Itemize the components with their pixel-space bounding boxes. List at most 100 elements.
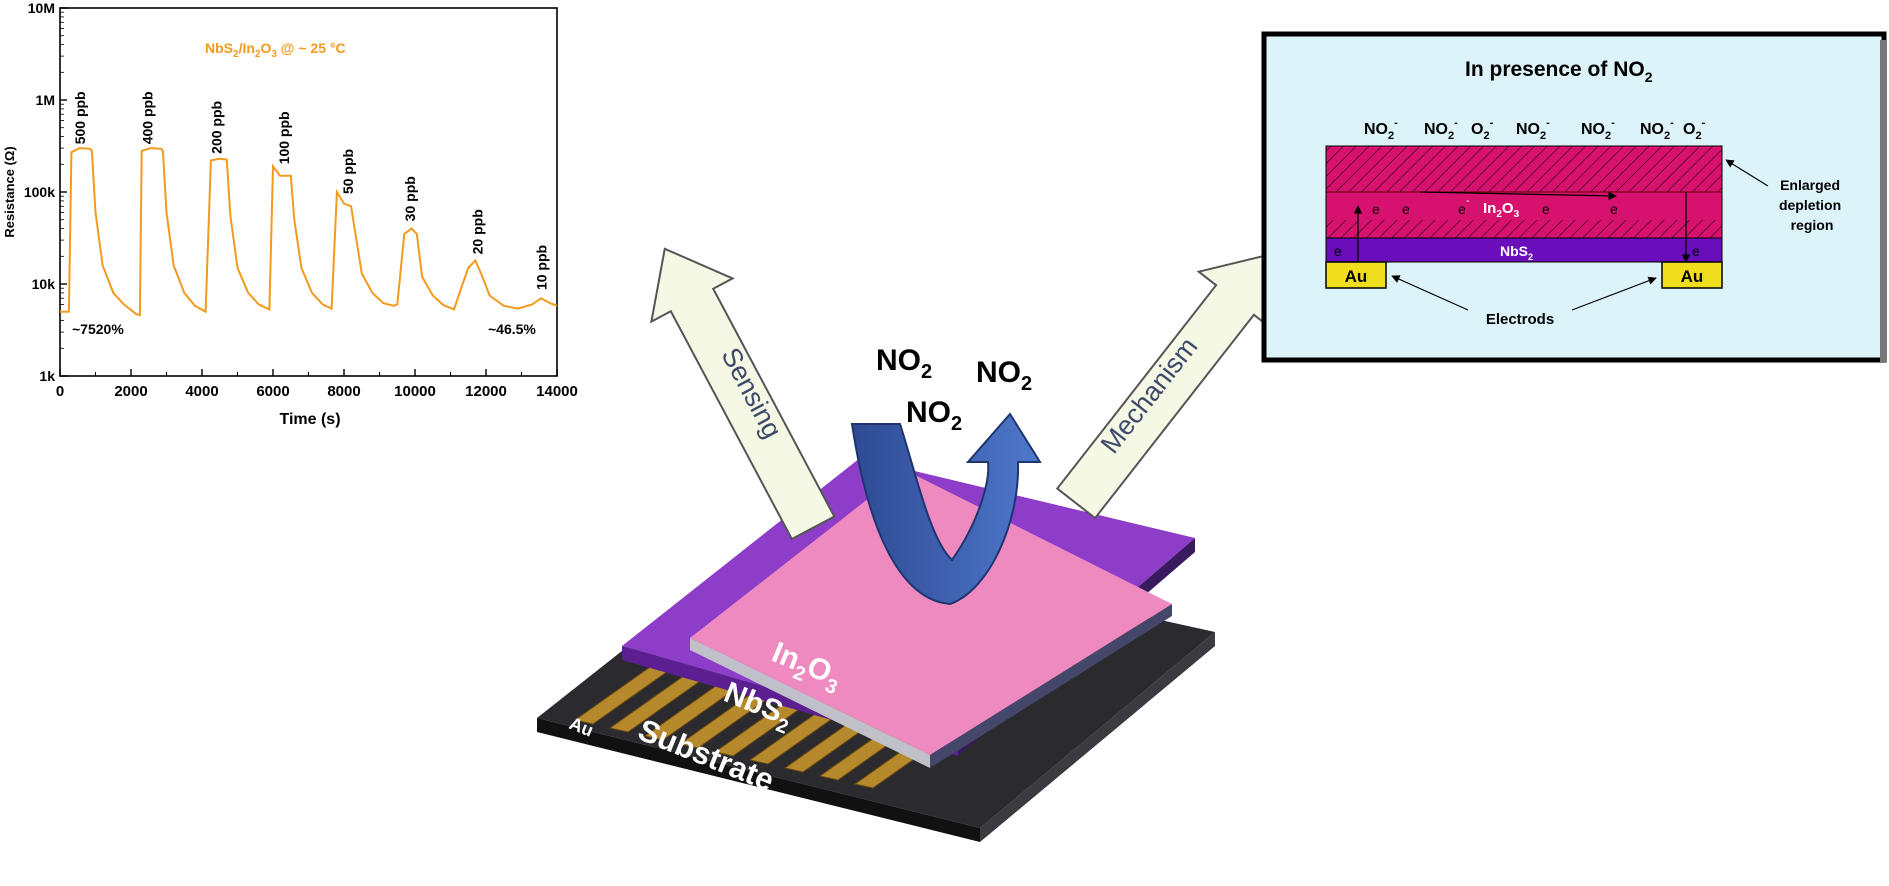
depletion-label-line3: region (1791, 217, 1834, 233)
depletion-label-line1: Enlarged (1780, 177, 1840, 193)
in2o3-layer-front (690, 638, 930, 768)
chart-title-c: /In (239, 40, 255, 56)
x-tick-label: 6000 (256, 383, 289, 400)
x-tick-label: 10000 (394, 383, 436, 400)
in2o3-layer-in: In (1483, 200, 1496, 217)
no2-right-base: NO (976, 356, 1021, 389)
x-axis-ticks: 0 2000 4000 6000 8000 10000 12000 14000 (56, 369, 578, 400)
no2-left-base: NO (876, 344, 921, 377)
mechanism-title-sub: 2 (1645, 69, 1653, 85)
x-tick-label: 4000 (185, 383, 218, 400)
no2-center-base: NO (906, 396, 951, 429)
au-electrode-right (1661, 261, 1723, 289)
chart-title-f: 3 (271, 49, 277, 60)
concentration-label: 30 ppb (402, 176, 418, 221)
sensor-device: In2O3 NbS2 Au Substrate (537, 458, 1215, 842)
depletion-label-line2: depletion (1779, 197, 1841, 213)
adsorbed-ion: NO2- (1516, 117, 1550, 142)
nbs2-layer (1325, 237, 1723, 263)
electron-path-across (1419, 191, 1617, 201)
y-axis-label: Resistance (Ω) (2, 146, 17, 237)
au-electrode-stripes (573, 659, 960, 789)
concentration-label: 100 ppb (276, 111, 292, 164)
chart-plot-frame (59, 7, 558, 377)
no2-left-sub: 2 (921, 361, 932, 383)
nbs2-layer-sub2: 2 (1528, 252, 1533, 262)
x-tick-label: 14000 (536, 383, 578, 400)
electron-minus: - (1466, 195, 1470, 207)
no2-right-label: NO2 (976, 356, 1032, 395)
concentration-label: 500 ppb (72, 91, 88, 144)
electron: e (1610, 201, 1618, 217)
electron: e (1334, 243, 1342, 259)
mechanism-panel-shadow (1880, 40, 1886, 362)
in2o3-layer-top (690, 470, 1172, 755)
depletion-region-bottom (1326, 220, 1722, 238)
electron: e (1402, 201, 1410, 217)
adsorbed-ion: NO2- (1640, 117, 1674, 142)
electrodes-pointer-left (1391, 275, 1469, 311)
response-left-label: ~7520% (72, 321, 124, 337)
concentration-label: 200 ppb (209, 101, 225, 154)
mechanism-title-main: In presence of NO (1465, 58, 1645, 81)
mechanism-panel-title: In presence of NO2 (1465, 58, 1653, 85)
adsorbed-ions: NO2- NO2- O2- NO2- NO2- NO2- O2- (1364, 117, 1706, 142)
concentration-label: 400 ppb (139, 91, 155, 144)
y-axis-ticks: 1k 10k 100k 1M 10M (24, 0, 67, 384)
au-electrode-right-label: Au (1681, 267, 1704, 286)
chart-title-b: 2 (233, 49, 239, 60)
electrodes-pointer-right (1571, 276, 1657, 311)
x-tick-label: 0 (56, 383, 64, 400)
mechanism-panel: In presence of NO2 NO2-NO2-O2-NO2-NO2-NO… (1261, 31, 1887, 363)
chart-title: NbS2/In2O3 @ ~ 25 °C (205, 40, 346, 60)
concentration-label: 20 ppb (469, 209, 485, 254)
depletion-label: Enlarged depletion region (1779, 177, 1845, 233)
x-tick-label: 12000 (465, 383, 507, 400)
y-tick-label: 1M (36, 92, 55, 108)
y-tick-label: 10k (32, 276, 56, 292)
loop-arrow-body (850, 412, 1042, 606)
electron: e (1542, 201, 1550, 217)
in2o3-layer-o: O (1502, 200, 1514, 217)
concentration-label: 50 ppb (340, 149, 356, 194)
nbs2-layer-nb: NbS (1500, 243, 1528, 259)
sensing-arrow: Sensing (650, 247, 836, 541)
chart-title-a: NbS (205, 40, 233, 56)
chart-title-d: 2 (255, 49, 261, 60)
resistance-chart: 0 2000 4000 6000 8000 10000 12000 14000 1k 10k 10… (2, 0, 578, 428)
substrate-plate-front (537, 718, 980, 842)
adsorbed-ion: O2- (1471, 117, 1494, 142)
concentration-annotations: 500 ppb 400 ppb 200 ppb 100 ppb 50 ppb 30 ppb… (72, 91, 549, 290)
adsorbed-ion: NO2- (1364, 117, 1398, 142)
electron: e (1692, 243, 1700, 259)
adsorbed-ion: O2- (1683, 117, 1706, 142)
no2-center-sub: 2 (951, 413, 962, 435)
chart-title-g: @ ~ 25 °C (277, 40, 346, 56)
y-tick-label: 100k (24, 184, 55, 200)
x-tick-label: 2000 (114, 383, 147, 400)
sensing-arrow-shape (650, 247, 836, 541)
in2o3-layer-sub2: 2 (1496, 209, 1502, 220)
adsorbed-ion: NO2- (1424, 117, 1458, 142)
in2o3-layer-sub3: 3 (1514, 209, 1520, 220)
y-tick-label: 1k (39, 368, 55, 384)
no2-center-label: NO2 (906, 396, 962, 435)
gas-flow-loop-arrow (850, 412, 1042, 606)
depletion-pointer (1725, 159, 1769, 187)
adsorbed-ion: NO2- (1581, 117, 1615, 142)
nbs2-layer-label: NbS2 (1500, 243, 1533, 262)
x-axis-label: Time (s) (279, 411, 340, 428)
no2-left-label: NO2 (876, 344, 932, 383)
no2-right-sub: 2 (1021, 373, 1032, 395)
in2o3-layer-side (930, 604, 1172, 768)
electrodes-label: Electrods (1486, 311, 1554, 328)
electron: e (1372, 201, 1380, 217)
y-tick-label: 10M (28, 0, 55, 16)
x-tick-label: 8000 (327, 383, 360, 400)
au-electrode-left (1325, 261, 1387, 289)
electron: e (1458, 201, 1466, 217)
chart-title-e: O (260, 40, 271, 56)
response-right-label: ~46.5% (488, 321, 536, 337)
